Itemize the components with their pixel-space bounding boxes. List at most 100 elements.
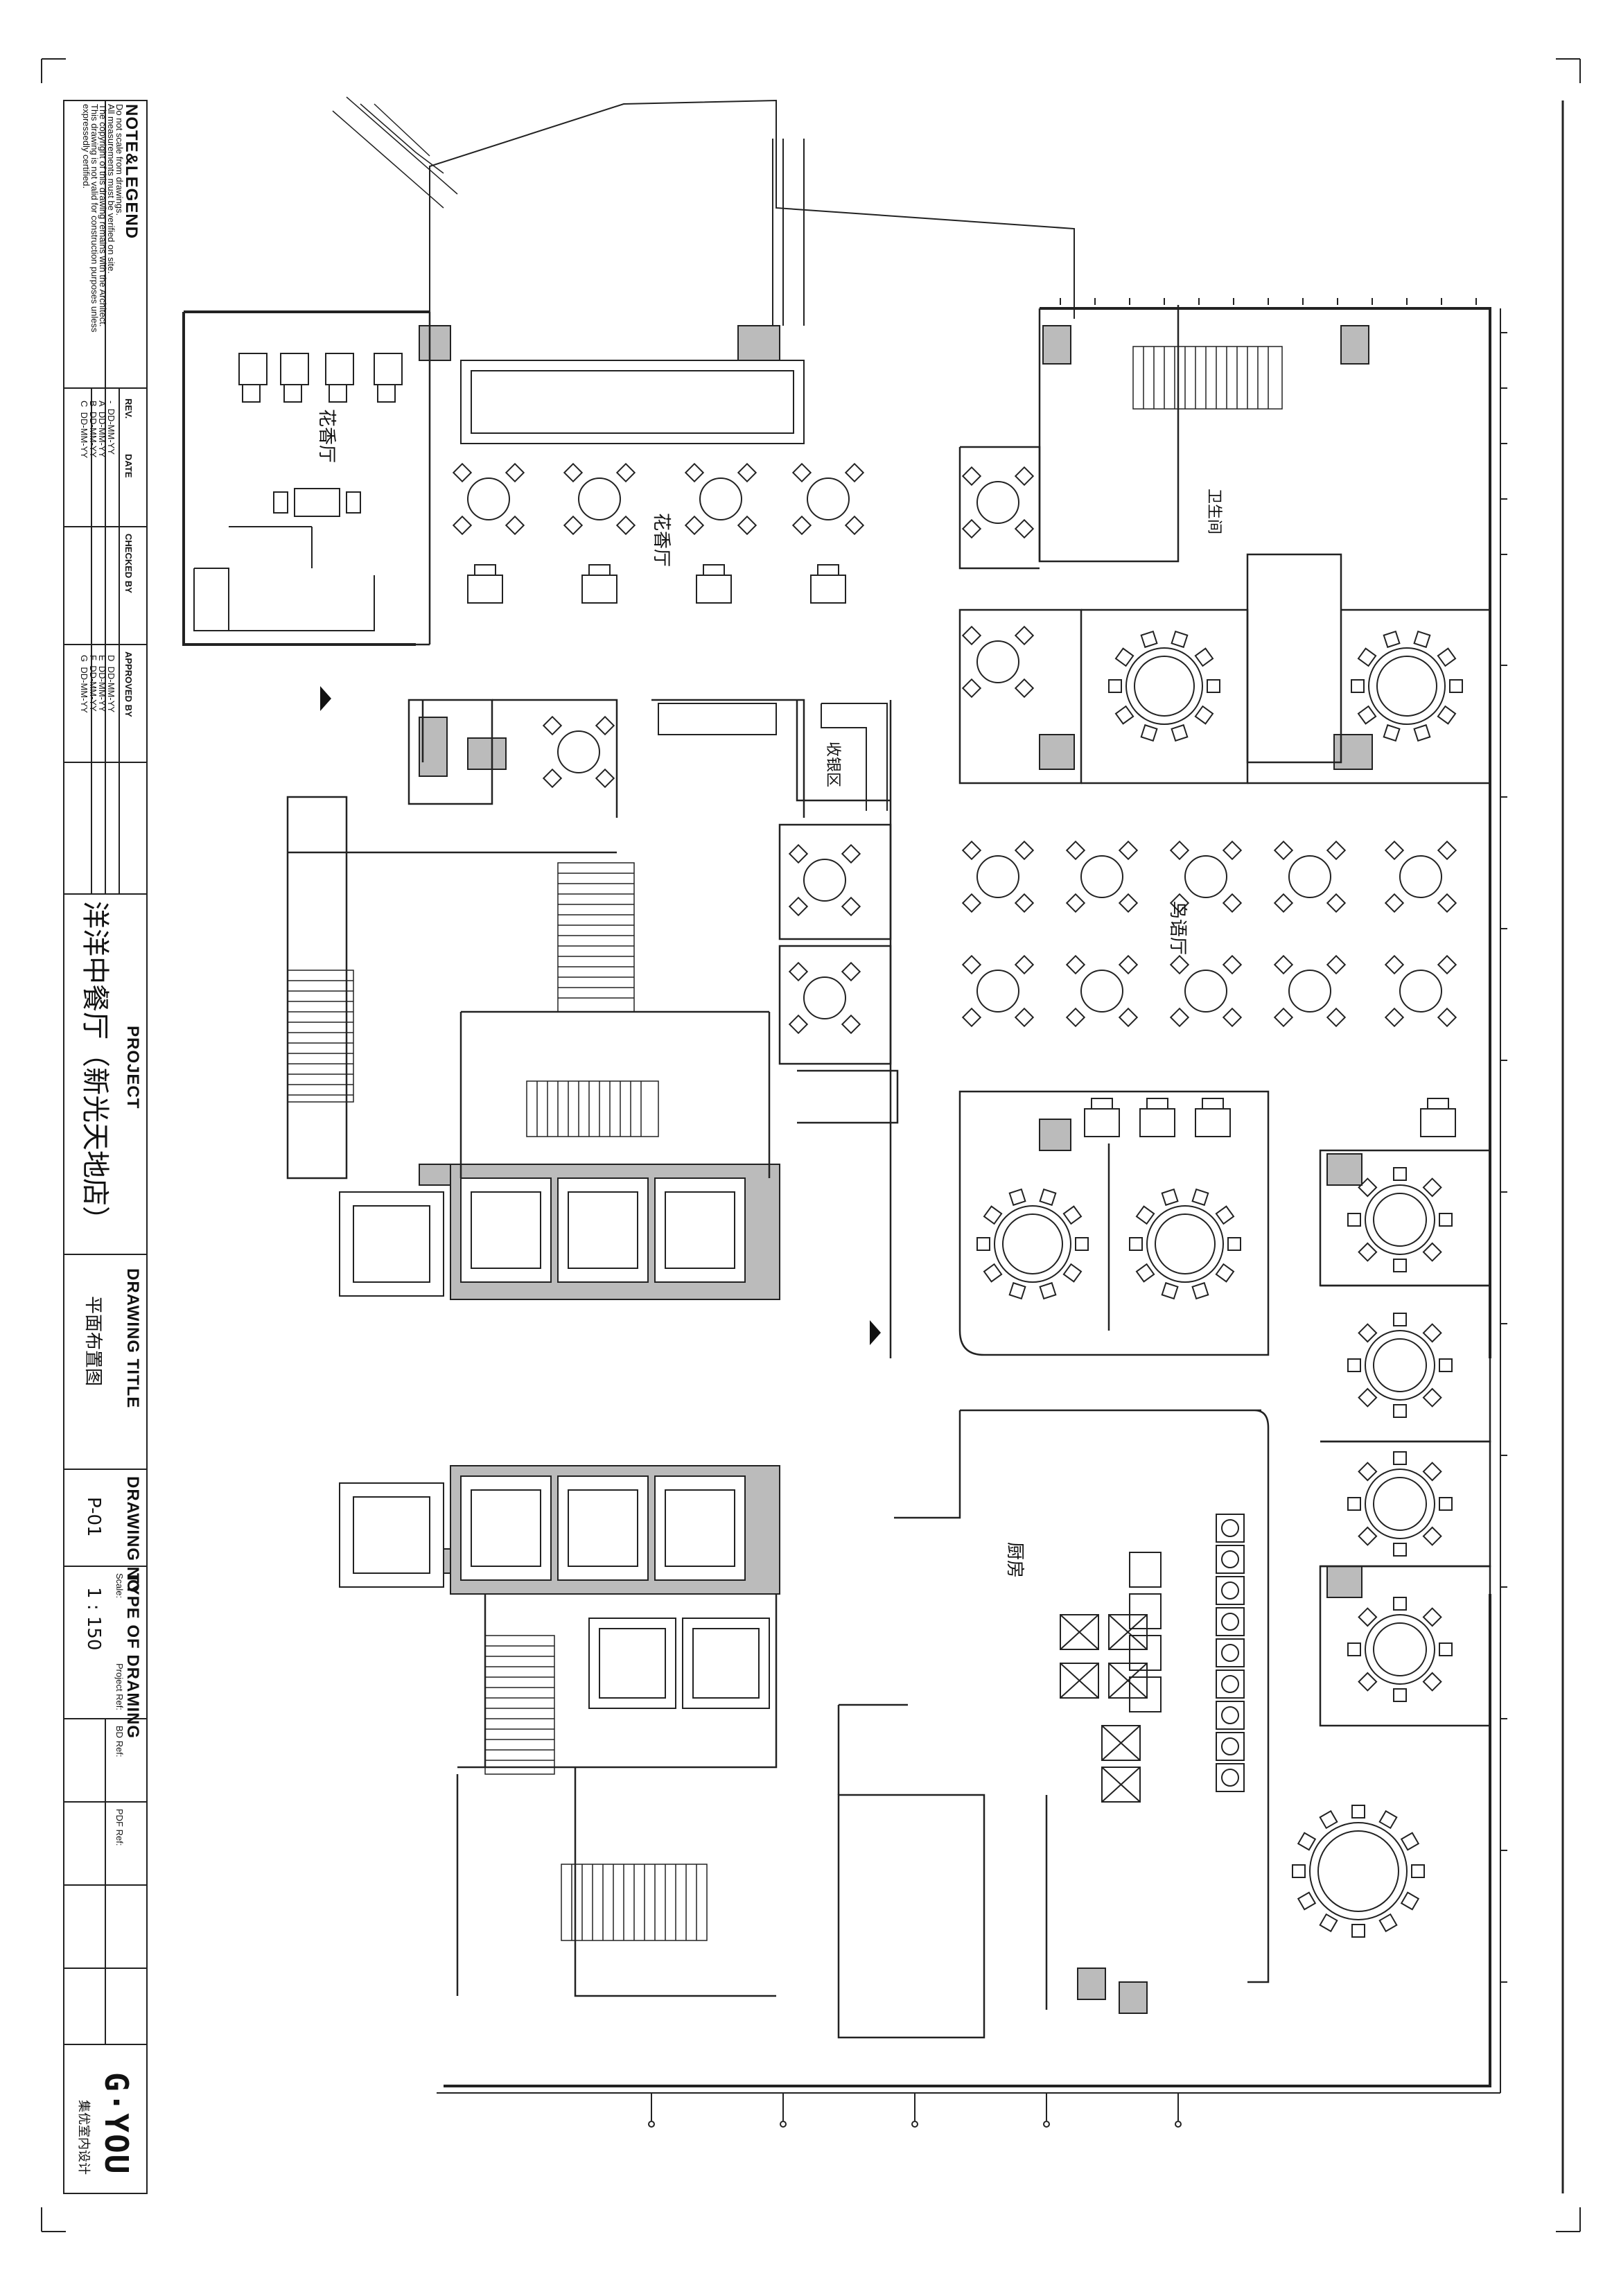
- lounge-seat: [1420, 1098, 1456, 1137]
- rev-row-3: C DD-MM-YY: [79, 401, 89, 459]
- kitchen-station: [1060, 1663, 1099, 1699]
- upper-structure: [429, 99, 1075, 444]
- rev-row-0: - DD-MM-YY: [106, 401, 116, 455]
- dining-tables: [452, 462, 1463, 1938]
- rev-row-4: D DD-MM-YY: [106, 655, 116, 713]
- lounge-seat: [1195, 1098, 1231, 1137]
- banquet-table: [1129, 1188, 1241, 1300]
- bd-ref: BD Ref:: [114, 1726, 125, 1758]
- four-seat-table: [1273, 954, 1347, 1028]
- crop-marks: [41, 58, 1581, 2232]
- cashier-counter: [658, 703, 888, 811]
- kitchen-station: [1060, 1614, 1099, 1650]
- lounge-seat: [467, 564, 503, 604]
- banquet-table: [1347, 1313, 1453, 1418]
- four-seat-table: [961, 625, 1035, 699]
- four-seat-table: [1065, 954, 1139, 1028]
- kitchen-station: [1108, 1614, 1148, 1650]
- four-seat-table: [1169, 954, 1243, 1028]
- drawing-title-value: 平面布置图: [82, 1296, 103, 1387]
- checked-by-header: CHECKED BY: [123, 534, 134, 593]
- four-seat-table: [961, 954, 1035, 1028]
- stove-burner: [1216, 1576, 1245, 1605]
- stove-burner: [1216, 1763, 1245, 1792]
- room-label-niaoyu: 鸟语厅: [1167, 901, 1188, 956]
- four-seat-table: [684, 462, 757, 536]
- stove-burner: [1216, 1638, 1245, 1667]
- prep-counter: [1129, 1552, 1162, 1588]
- interior-partitions: [184, 305, 1491, 2039]
- four-seat-table: [788, 961, 861, 1035]
- company-subtitle: 集优室内设计: [76, 2100, 91, 2175]
- prep-counter: [1129, 1593, 1162, 1629]
- rev-header: REV.: [123, 398, 134, 419]
- four-seat-table: [452, 462, 525, 536]
- four-seat-table: [961, 466, 1035, 539]
- rev-row-5: E DD-MM-YY: [97, 655, 107, 712]
- kitchen-station: [1101, 1767, 1141, 1803]
- scale-value: 1 : 150: [83, 1587, 104, 1651]
- scale-label: Scale:: [114, 1573, 125, 1599]
- four-seat-table: [1273, 840, 1347, 913]
- room-label-huaxiang-b: 花香厅: [651, 513, 672, 568]
- banquet-table: [976, 1188, 1089, 1300]
- lounge-seat: [1139, 1098, 1175, 1137]
- lounge-seat: [581, 564, 617, 604]
- entry-arrows: [320, 686, 881, 1345]
- room-label-kitchen: 厨房: [1004, 1542, 1025, 1579]
- project-ref: Project Ref:: [114, 1663, 125, 1710]
- stove-burner: [1216, 1701, 1245, 1730]
- stove-burner: [1216, 1545, 1245, 1574]
- rev-row-1: A DD-MM-YY: [97, 401, 107, 458]
- pdf-ref: PDF Ref:: [114, 1809, 125, 1846]
- kitchen-station: [1101, 1725, 1141, 1761]
- banquet-table: [1347, 1451, 1453, 1557]
- project-name: 洋洋中餐厅（新光天地店）: [79, 901, 111, 1234]
- rev-row-2: B DD-MM-YY: [88, 401, 98, 458]
- date-header: DATE: [123, 454, 134, 478]
- four-seat-table: [542, 715, 615, 789]
- stove-burner: [1216, 1607, 1245, 1636]
- four-seat-table: [1384, 840, 1457, 913]
- project-heading: PROJECT: [123, 1026, 142, 1110]
- four-seat-table: [1065, 840, 1139, 913]
- banquet-table: [1347, 1167, 1453, 1272]
- four-seat-table: [1384, 954, 1457, 1028]
- room-label-restroom: 卫生间: [1205, 489, 1223, 535]
- company-logo: G·YOU: [98, 2072, 135, 2175]
- lounge-seat: [696, 564, 732, 604]
- room-label-huaxiang-a: 花香厅: [316, 409, 337, 464]
- lounge-seat: [810, 564, 846, 604]
- drawing-no-value: P-01: [83, 1497, 104, 1537]
- banquet-table: [1347, 1597, 1453, 1702]
- banquet-table: [1351, 630, 1463, 742]
- left-room-furniture: [193, 353, 403, 631]
- banquet-table: [1108, 630, 1220, 742]
- stove-burner: [1216, 1732, 1245, 1761]
- prep-counter: [1129, 1635, 1162, 1671]
- approved-by-header: APPROVED BY: [123, 651, 134, 717]
- four-seat-table: [1169, 840, 1243, 913]
- room-label-cashier: 收银区: [824, 742, 841, 788]
- banquet-table: [1292, 1805, 1425, 1938]
- type-of-drawing-heading: TYPE OF DRAMING: [123, 1573, 142, 1739]
- drawing-title-heading: DRAWING TITLE: [123, 1268, 142, 1409]
- rev-row-7: G DD-MM-YY: [79, 655, 89, 713]
- kitchen-station: [1108, 1663, 1148, 1699]
- four-seat-table: [563, 462, 636, 536]
- stove-burner: [1216, 1670, 1245, 1699]
- stairs: [287, 96, 1283, 1941]
- stove-burner: [1216, 1514, 1245, 1543]
- title-block-frame: [63, 100, 148, 2194]
- elevator-shafts: [339, 1177, 770, 1709]
- four-seat-table: [961, 840, 1035, 913]
- lounge-seat: [1084, 1098, 1120, 1137]
- facade-posts: [648, 298, 1507, 2128]
- prep-counter: [1129, 1676, 1162, 1712]
- rev-row-6: F DD-MM-YY: [88, 655, 98, 712]
- four-seat-table: [791, 462, 865, 536]
- exterior-walls: [182, 307, 1501, 2094]
- notes-line-5: expressedly certified.: [81, 104, 91, 189]
